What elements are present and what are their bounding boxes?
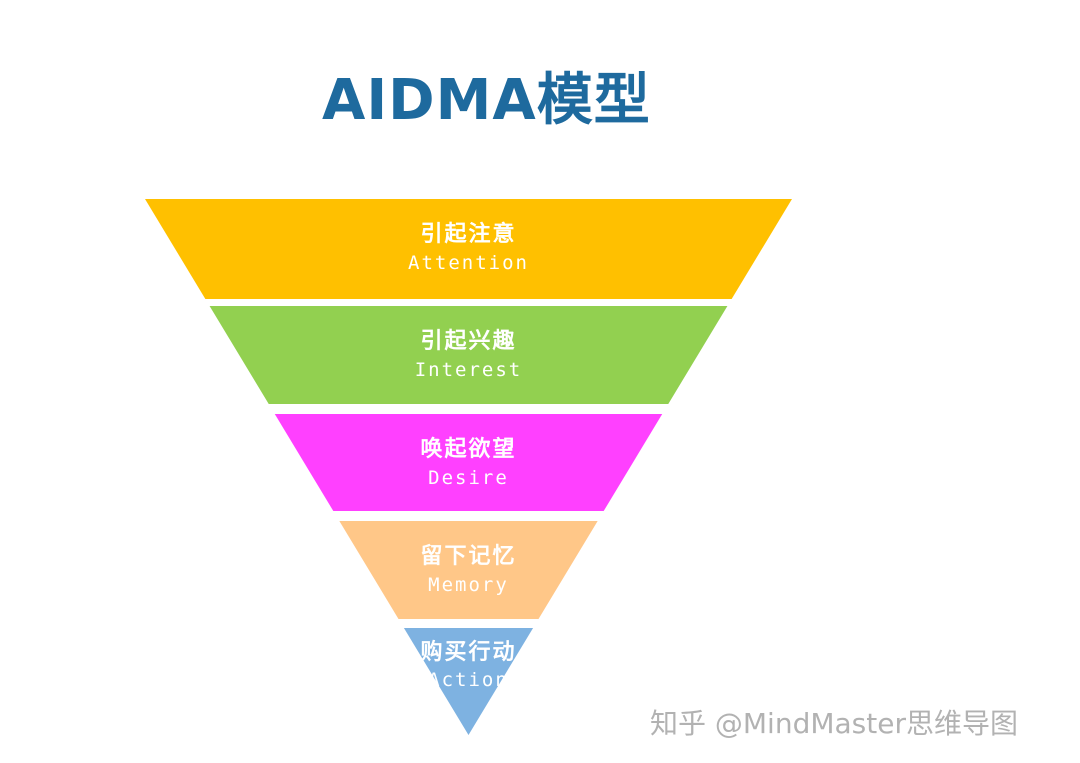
funnel-layer-action-label-zh: 购买行动 — [420, 639, 516, 665]
funnel-layer-interest-label-zh: 引起兴趣 — [420, 328, 516, 354]
funnel-layer-memory: 留下记忆 Memory — [339, 521, 598, 619]
funnel-layer-action-shape — [403, 628, 534, 735]
watermark-text: 知乎 @MindMaster思维导图 — [650, 707, 1018, 740]
funnel-layer-interest-label-en: Interest — [415, 359, 523, 381]
funnel-layer-memory-label-zh: 留下记忆 — [420, 543, 516, 569]
funnel-layer-memory-label-en: Memory — [428, 574, 509, 596]
funnel-layer-attention-label-zh: 引起注意 — [420, 221, 516, 247]
funnel-layer-action-label-en: Action — [428, 669, 509, 691]
funnel-layer-desire-label-zh: 唤起欲望 — [420, 436, 516, 462]
funnel-layer-attention-shape — [145, 199, 792, 299]
funnel-layer-desire: 唤起欲望 Desire — [274, 414, 663, 511]
funnel-layer-desire-shape — [274, 414, 663, 511]
funnel-layer-action: 购买行动 Action — [403, 628, 534, 735]
funnel-layer-attention: 引起注意 Attention — [145, 199, 792, 299]
funnel-layer-interest-shape — [209, 306, 728, 404]
funnel-layer-interest: 引起兴趣 Interest — [209, 306, 728, 404]
funnel-layer-memory-shape — [339, 521, 598, 619]
funnel-layer-desire-label-en: Desire — [428, 467, 509, 489]
diagram-title: AIDMA模型 — [322, 68, 651, 133]
funnel-layer-attention-label-en: Attention — [408, 252, 529, 274]
